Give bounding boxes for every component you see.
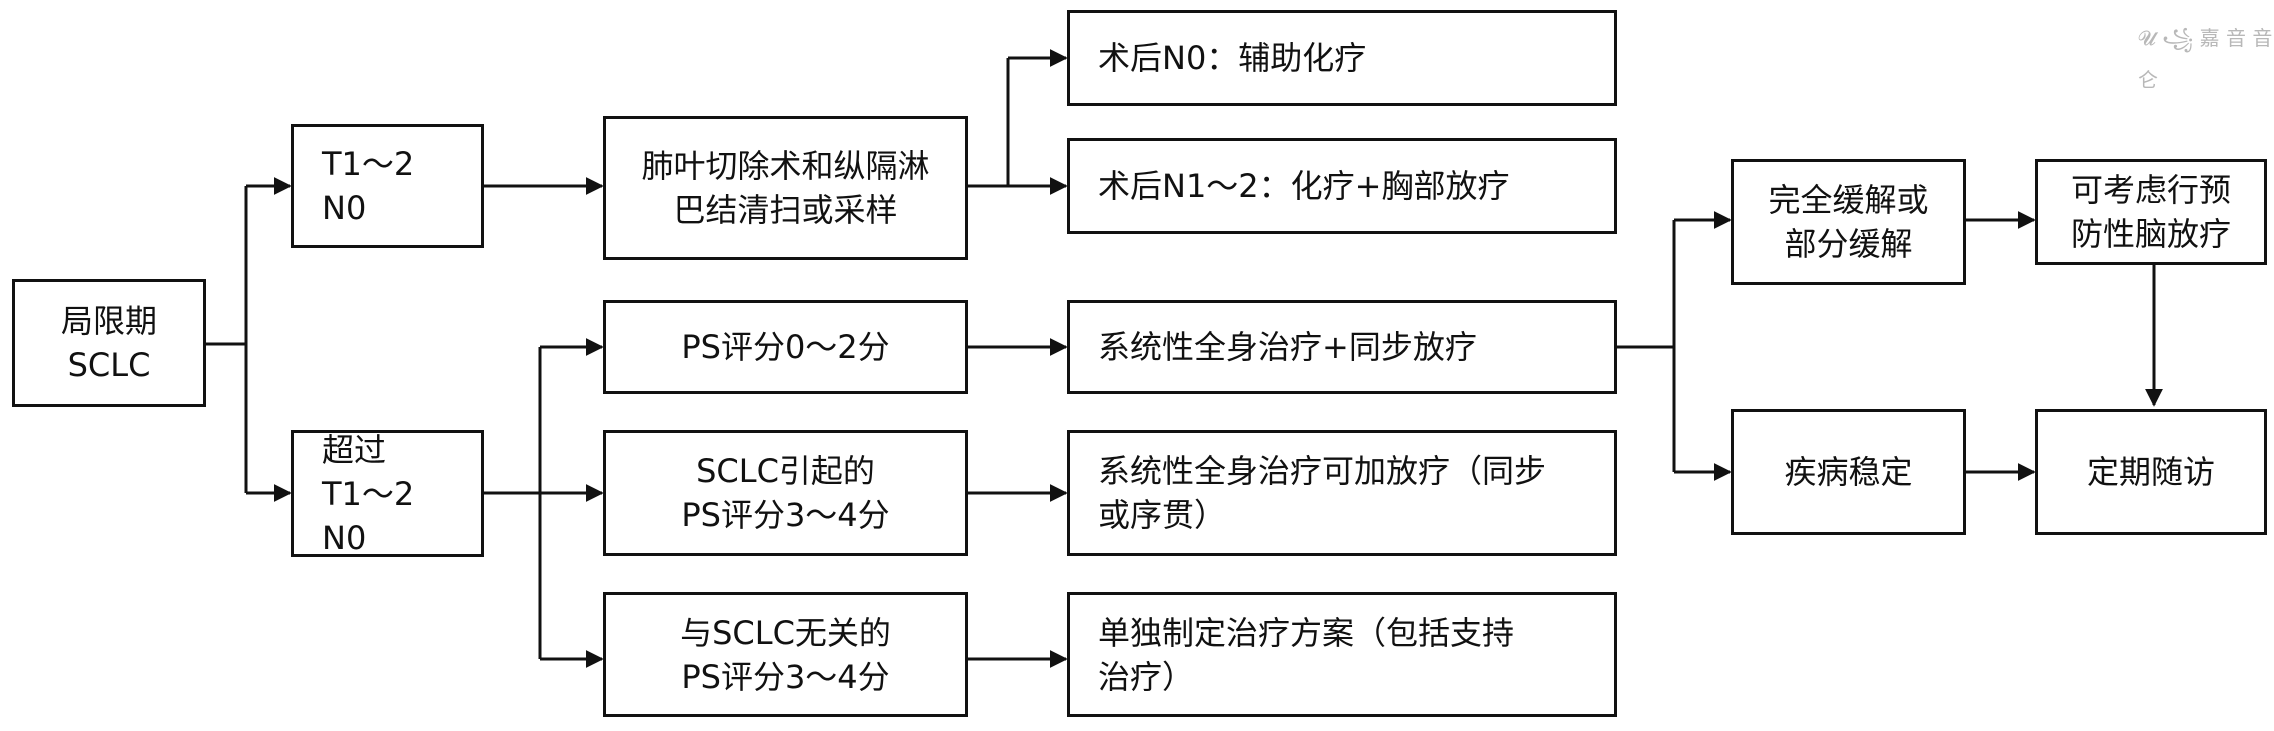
node-follow-up: 定期随访 bbox=[2035, 409, 2267, 535]
node-systemic-sync-rt: 系统性全身治疗+同步放疗 bbox=[1067, 300, 1617, 394]
node-limited-sclc: 局限期 SCLC bbox=[12, 279, 206, 407]
node-post-n12: 术后N1～2：化疗+胸部放疗 bbox=[1067, 138, 1617, 234]
node-ps-0-2: PS评分0～2分 bbox=[603, 300, 968, 394]
node-ps-3-4-non-sclc: 与SCLC无关的 PS评分3～4分 bbox=[603, 592, 968, 717]
node-remission: 完全缓解或 部分缓解 bbox=[1731, 159, 1966, 285]
node-post-n0: 术后N0：辅助化疗 bbox=[1067, 10, 1617, 106]
node-individual-plan: 单独制定治疗方案（包括支持 治疗） bbox=[1067, 592, 1617, 717]
node-ps-3-4-sclc: SCLC引起的 PS评分3～4分 bbox=[603, 430, 968, 556]
node-beyond-t12-n0: 超过 T1～2 N0 bbox=[291, 430, 484, 557]
watermark: 𝓤 ꧁ 嘉 音 音 仑 bbox=[2138, 26, 2273, 92]
node-t12-n0: T1～2 N0 bbox=[291, 124, 484, 248]
node-lobectomy: 肺叶切除术和纵隔淋 巴结清扫或采样 bbox=[603, 116, 968, 260]
node-systemic-plus-rt: 系统性全身治疗可加放疗（同步 或序贯） bbox=[1067, 430, 1617, 556]
node-prophylactic-cranial-rt: 可考虑行预 防性脑放疗 bbox=[2035, 159, 2267, 265]
node-stable-disease: 疾病稳定 bbox=[1731, 409, 1966, 535]
